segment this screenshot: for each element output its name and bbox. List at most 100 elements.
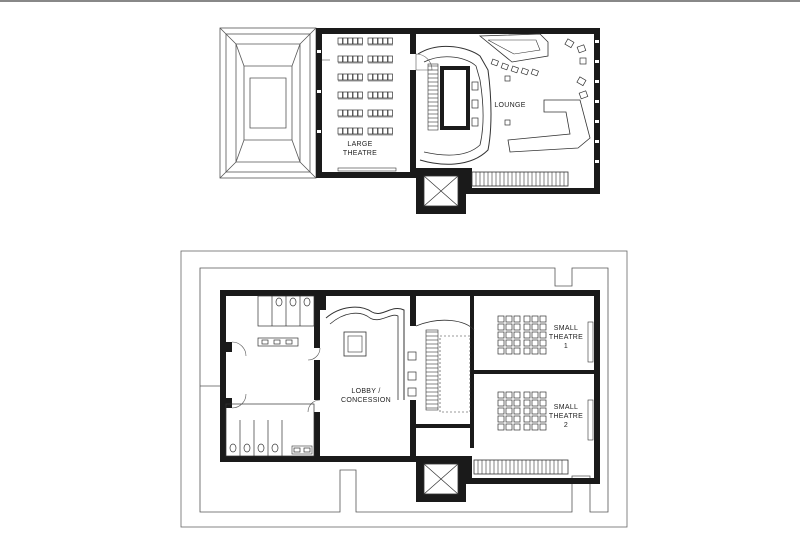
seat [497,315,505,323]
seat [382,73,388,81]
seat [347,91,353,99]
seat [523,407,531,415]
seat [377,37,383,45]
seat [387,55,393,63]
seat [352,37,358,45]
seat [505,315,513,323]
seat [513,347,521,355]
seat [382,127,388,135]
seat [505,391,513,399]
seat [539,415,547,423]
small-theatre-1-label-line2: THEATRE [549,334,583,341]
seat [347,127,353,135]
seat [377,127,383,135]
seat [531,407,539,415]
seat [352,55,358,63]
seat [513,415,521,423]
seat [539,391,547,399]
site-boundary [180,250,628,528]
seat [539,399,547,407]
seat [342,37,348,45]
concession-counter [325,306,417,400]
large-theatre-label-line1: LARGE [347,141,372,148]
small-theatre-2-seating [497,391,547,431]
ground-floor-walls [220,290,600,502]
seat [531,339,539,347]
seat [382,109,388,117]
seat [531,391,539,399]
seat [539,331,547,339]
seat [357,55,363,63]
seat [337,127,343,135]
seat [357,73,363,81]
seat [387,127,393,135]
seat [337,91,343,99]
seat [531,399,539,407]
seat [387,109,393,117]
seat [342,91,348,99]
seat [539,315,547,323]
seat [539,407,547,415]
seat [523,331,531,339]
seat [505,423,513,431]
seat [372,91,378,99]
seat [337,55,343,63]
restroom-fixtures [225,295,321,457]
seat [523,391,531,399]
seat [523,323,531,331]
seat [497,339,505,347]
seat [505,331,513,339]
seat [539,323,547,331]
seat [367,73,373,81]
seat [497,407,505,415]
ground-floor-plan: LOBBY / CONCESSION SMALL THEATRE 1 SMALL… [180,250,628,528]
upper-floor-plan: LARGE THEATRE LOUNGE [219,27,600,214]
seat [352,91,358,99]
seat [352,73,358,81]
seat [382,55,388,63]
seat [372,127,378,135]
seat [367,37,373,45]
seat [523,399,531,407]
small-theatre-1-label-line1: SMALL [554,325,578,332]
seat [382,37,388,45]
seat [539,347,547,355]
seat [357,37,363,45]
seat [372,55,378,63]
small-theatre-2-label-line2: THEATRE [549,413,583,420]
lounge-furniture [478,33,591,153]
seat [531,423,539,431]
seat [513,323,521,331]
seat [367,55,373,63]
seat [377,73,383,81]
lobby-label-line2: CONCESSION [341,397,391,404]
seat [497,415,505,423]
seat [497,323,505,331]
seat [377,55,383,63]
seat [387,73,393,81]
seat [523,423,531,431]
seat [347,37,353,45]
seat [531,323,539,331]
seat [539,339,547,347]
seat [337,37,343,45]
seat [513,399,521,407]
seat [382,91,388,99]
seat [372,73,378,81]
seat [497,423,505,431]
seat [367,127,373,135]
large-theatre-label-line2: THEATRE [343,150,377,157]
seat [497,347,505,355]
seat [513,391,521,399]
seat [505,399,513,407]
roof-volume [219,27,317,179]
seat [505,415,513,423]
seat [497,331,505,339]
seat [367,109,373,117]
seat [342,109,348,117]
lobby-label-line1: LOBBY / [351,388,380,395]
seat [513,423,521,431]
seat [387,37,393,45]
seat [352,109,358,117]
small-theatre-1-label-line3: 1 [564,343,568,350]
